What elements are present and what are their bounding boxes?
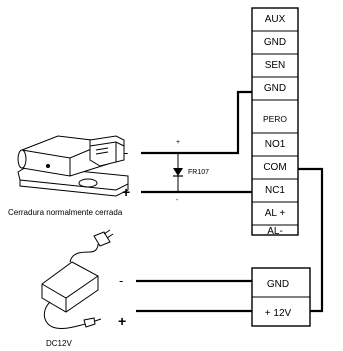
diode-minus-mark: - bbox=[176, 197, 179, 204]
lock-plus-sign: + bbox=[122, 184, 130, 200]
terminal-12v-label: + 12V bbox=[265, 308, 292, 319]
psu-caption: DC12V bbox=[46, 339, 72, 348]
lock-minus-sign: - bbox=[124, 145, 128, 160]
terminal-al-plus: AL + bbox=[265, 208, 286, 219]
terminal-gnd-2: GND bbox=[264, 83, 286, 94]
lock-caption: Cerradura normalmente cerrada bbox=[8, 208, 123, 217]
diode-plus-mark: + bbox=[176, 139, 180, 146]
power-adapter-icon bbox=[41, 229, 114, 329]
terminal-al-minus: AL- bbox=[267, 226, 283, 237]
terminal-label: PERO bbox=[263, 114, 287, 124]
wire-lock-minus bbox=[141, 90, 252, 155]
terminal-com: COM bbox=[263, 162, 286, 173]
psu-plus-sign: + bbox=[118, 313, 126, 329]
terminal-sen: SEN bbox=[265, 60, 286, 71]
terminal-label: AL- bbox=[267, 226, 283, 237]
terminal-gnd-1: GND bbox=[264, 37, 286, 48]
terminal-label: AL + bbox=[265, 208, 286, 219]
terminal-block-top: AUX GND SEN GND PERO NO1 COM NC1 bbox=[251, 7, 299, 237]
wires bbox=[136, 90, 324, 313]
terminal-pero: PERO bbox=[263, 114, 287, 124]
terminal-aux: AUX bbox=[265, 14, 286, 25]
terminal-no1: NO1 bbox=[265, 139, 286, 150]
diode: FR107 + - bbox=[173, 139, 209, 204]
wire-com-to-12v bbox=[298, 167, 324, 313]
terminal-nc1: NC1 bbox=[265, 185, 285, 196]
terminal-label: NC1 bbox=[265, 185, 285, 196]
terminal-block-bottom: GND + 12V bbox=[251, 267, 311, 327]
terminal-label: COM bbox=[263, 162, 286, 173]
terminal-label: SEN bbox=[265, 60, 286, 71]
terminal-label: AUX bbox=[265, 14, 286, 25]
lock-icon bbox=[17, 135, 129, 197]
terminal-label: NO1 bbox=[265, 139, 286, 150]
psu-minus-sign: - bbox=[119, 273, 123, 288]
terminal-label: GND bbox=[264, 37, 286, 48]
terminal-label: GND bbox=[264, 83, 286, 94]
terminal-gnd-label: GND bbox=[267, 279, 289, 290]
diode-label: FR107 bbox=[188, 169, 209, 176]
